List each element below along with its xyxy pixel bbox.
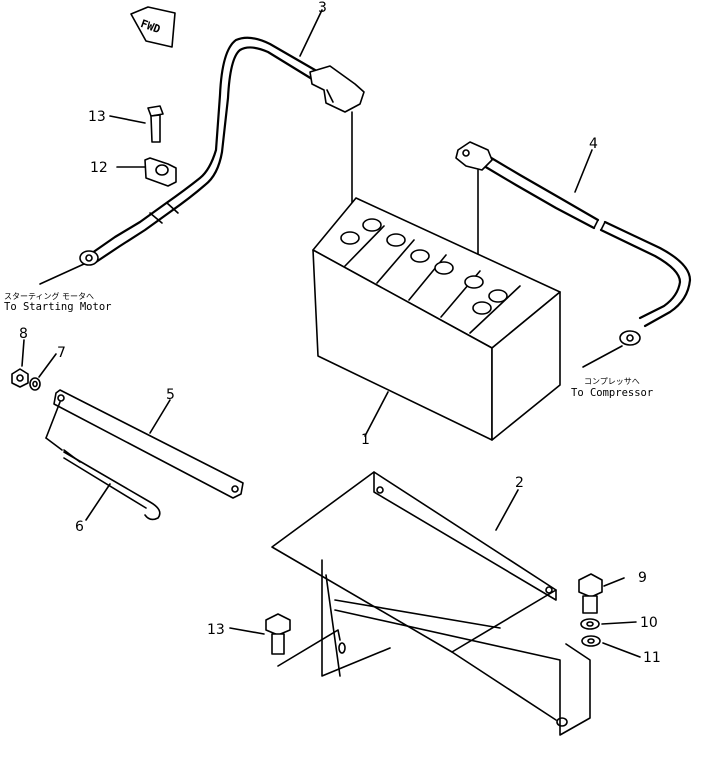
callout-7: 7 bbox=[57, 345, 66, 361]
callout-5: 5 bbox=[166, 387, 175, 403]
callout-13-top: 13 bbox=[88, 109, 106, 125]
callout-1: 1 bbox=[361, 432, 370, 448]
callout-9: 9 bbox=[638, 570, 647, 586]
starting-motor-caption-jp: スターティング モータへ bbox=[4, 291, 94, 301]
washer-11 bbox=[581, 635, 601, 647]
leader-lines bbox=[21, 9, 641, 658]
compressor-caption-jp: コンプレッサへ bbox=[584, 377, 640, 386]
callout-2: 2 bbox=[515, 475, 524, 491]
starting-motor-caption: To Starting Motor bbox=[4, 301, 111, 313]
callout-12: 12 bbox=[90, 160, 108, 176]
clamp-12 bbox=[144, 157, 177, 187]
fwd-arrow-icon: FWD bbox=[130, 6, 176, 48]
compressor-caption: To Compressor bbox=[571, 387, 653, 399]
bolt-13-top bbox=[147, 105, 164, 143]
callout-11: 11 bbox=[643, 650, 661, 666]
battery-cable-3 bbox=[79, 36, 365, 266]
nut-8 bbox=[11, 368, 29, 388]
battery-cable-4 bbox=[455, 141, 692, 346]
callout-6: 6 bbox=[75, 519, 84, 535]
callout-8: 8 bbox=[19, 326, 28, 342]
battery-tray-2 bbox=[271, 471, 591, 736]
battery-caps bbox=[340, 218, 508, 315]
battery-1 bbox=[312, 197, 561, 441]
bolt-13-bottom bbox=[265, 613, 341, 667]
callout-10: 10 bbox=[640, 615, 658, 631]
bolt-9 bbox=[578, 573, 603, 614]
callout-3: 3 bbox=[318, 0, 327, 16]
callout-13-bottom: 13 bbox=[207, 622, 225, 638]
washer-10 bbox=[580, 618, 600, 630]
hold-down-bar-5 bbox=[53, 389, 244, 499]
washer-7 bbox=[29, 377, 41, 391]
j-bolt-6 bbox=[45, 401, 161, 521]
callout-4: 4 bbox=[589, 136, 598, 152]
